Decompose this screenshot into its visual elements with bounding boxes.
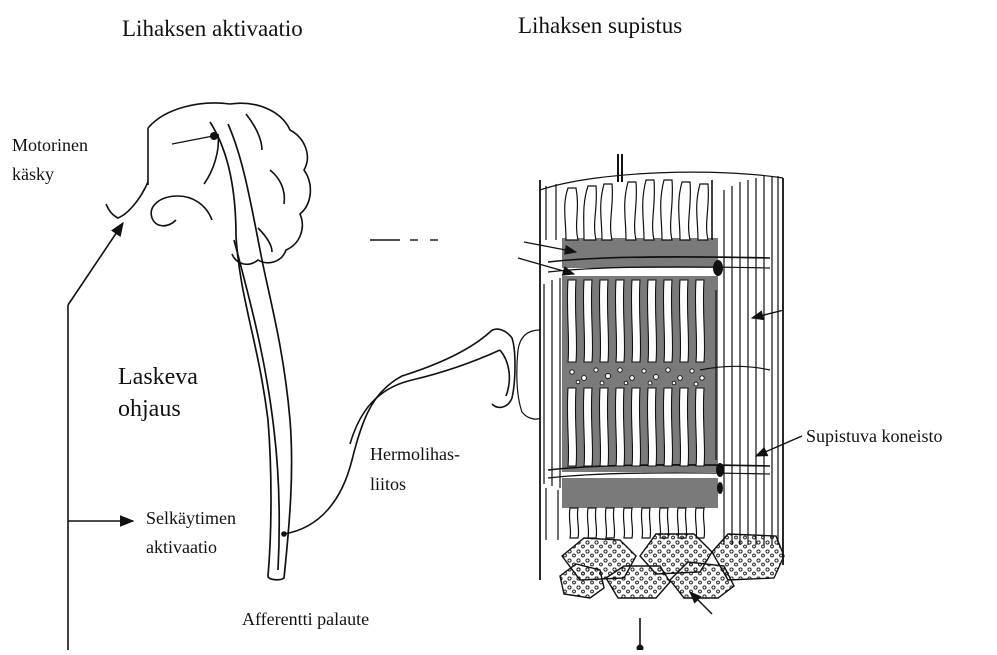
label-nmj-1: Hermolihas-: [370, 444, 460, 465]
label-descending-2: ohjaus: [118, 396, 181, 424]
title-contraction: Lihaksen supistus: [518, 13, 682, 39]
motor-nerve: [284, 329, 515, 534]
label-contractile: Supistuva koneisto: [806, 426, 943, 447]
label-motor-command-2: käsky: [12, 164, 54, 185]
title-activation: Lihaksen aktivaatio: [122, 16, 303, 42]
sarcoplasmic-reticulum-top: [565, 180, 709, 240]
label-descending-1: Laskeva: [118, 364, 198, 392]
label-spinal-1: Selkäytimen: [146, 508, 236, 529]
feedback-loop: [68, 223, 640, 650]
command-input-line: [172, 136, 213, 144]
label-spinal-2: aktivaatio: [146, 537, 217, 558]
myofibril-bundles: [560, 534, 784, 598]
label-motor-command-1: Motorinen: [12, 135, 88, 156]
label-nmj-2: liitos: [370, 474, 406, 495]
feedback-origin-dot: [637, 645, 644, 651]
left-membrane: [517, 184, 560, 540]
label-afferent: Afferentti palaute: [242, 609, 369, 630]
brain-outline: [106, 103, 310, 264]
